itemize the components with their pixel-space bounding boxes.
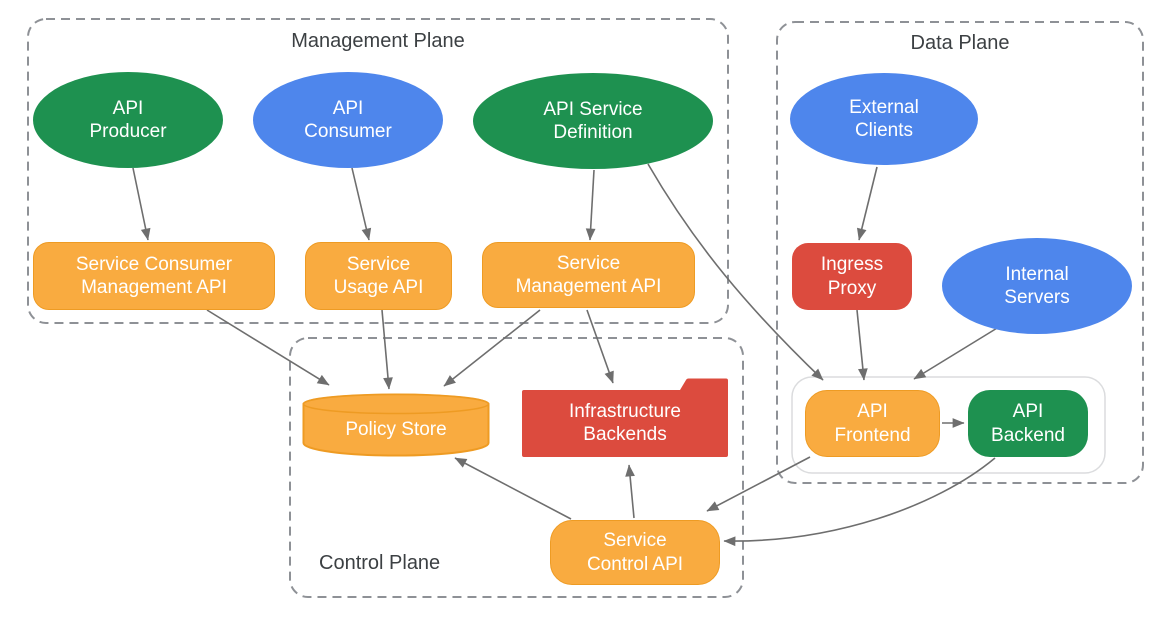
node-api-service-definition: API Service Definition bbox=[473, 73, 713, 169]
node-internal-servers: Internal Servers bbox=[942, 238, 1132, 334]
edge-api-service-definition-to-api-frontend bbox=[647, 163, 824, 381]
node-api-backend: API Backend bbox=[968, 390, 1088, 457]
node-api-consumer: API Consumer bbox=[253, 72, 443, 168]
control-plane-box bbox=[289, 337, 744, 598]
node-service-usage-api: Service Usage API bbox=[305, 242, 452, 310]
edge-ingress-proxy-to-api-frontend bbox=[856, 309, 868, 381]
node-service-control-api: Service Control API bbox=[550, 520, 720, 585]
data-plane-title: Data Plane bbox=[910, 32, 1010, 54]
edge-service-control-api-to-infrastructure-backends bbox=[625, 464, 635, 519]
edge-external-clients-to-ingress-proxy bbox=[856, 166, 878, 241]
edge-service-consumer-management-api-to-policy-store bbox=[206, 309, 330, 386]
edge-internal-servers-to-api-frontend bbox=[913, 321, 1008, 380]
node-infrastructure-backends: Infrastructure Backends bbox=[520, 378, 730, 458]
folder-shape bbox=[522, 378, 728, 457]
node-ingress-proxy: Ingress Proxy bbox=[792, 243, 912, 310]
control-plane-title: Control Plane bbox=[319, 552, 441, 574]
edge-api-consumer-to-service-usage-api bbox=[351, 167, 372, 241]
node-api-frontend: API Frontend bbox=[805, 390, 940, 457]
edge-api-service-definition-to-service-management-api bbox=[585, 169, 596, 241]
node-external-clients: External Clients bbox=[790, 73, 978, 165]
cylinder-shape bbox=[302, 393, 490, 457]
edge-api-backend-to-service-control-api bbox=[723, 457, 996, 547]
node-api-producer: API Producer bbox=[33, 72, 223, 168]
edge-service-usage-api-to-policy-store bbox=[381, 309, 393, 390]
policy-store-label: Policy Store bbox=[345, 418, 447, 440]
management-plane-title: Management Plane bbox=[291, 30, 465, 52]
node-service-management-api: Service Management API bbox=[482, 242, 695, 308]
edges-group bbox=[132, 163, 1008, 547]
node-policy-store: Policy Store bbox=[302, 393, 490, 457]
management-plane-box bbox=[27, 18, 729, 324]
infrastructure-backends-label: Infrastructure Backends bbox=[569, 400, 681, 445]
edge-service-management-api-to-infrastructure-backends bbox=[586, 309, 614, 384]
edge-api-producer-to-service-consumer-management-api bbox=[132, 167, 151, 241]
edge-service-control-api-to-policy-store bbox=[454, 457, 572, 520]
node-service-consumer-management-api: Service Consumer Management API bbox=[33, 242, 275, 310]
edge-service-management-api-to-policy-store bbox=[443, 309, 541, 387]
edge-api-frontend-to-service-control-api bbox=[706, 456, 811, 512]
